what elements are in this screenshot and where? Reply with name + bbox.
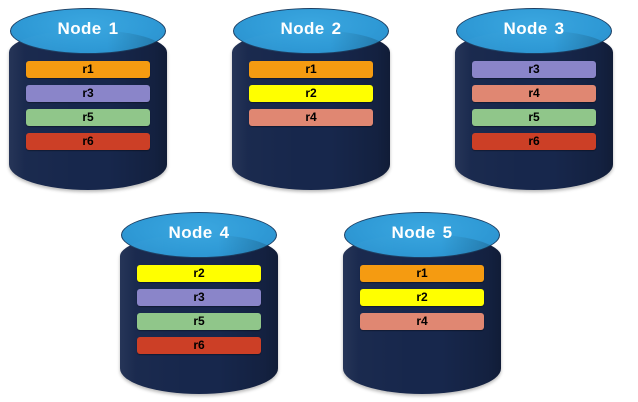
cylinder-top-disc [456,8,612,54]
record-bar-r6[interactable]: r6 [137,337,261,354]
record-bar-r3[interactable]: r3 [472,61,596,78]
record-bar-r4[interactable]: r4 [360,313,484,330]
cylinder-top-disc [10,8,166,54]
cylinder-top-disc [121,212,277,258]
record-bar-r5[interactable]: r5 [26,109,150,126]
cylinder-top-disc [233,8,389,54]
record-bar-r5[interactable]: r5 [137,313,261,330]
record-bar-r3[interactable]: r3 [26,85,150,102]
record-bar-r5[interactable]: r5 [472,109,596,126]
cylinder-top-disc [344,212,500,258]
record-bar-r4[interactable]: r4 [249,109,373,126]
record-list: r3 r4 r5 r6 [472,61,596,150]
record-bar-r2[interactable]: r2 [137,265,261,282]
record-bar-r1[interactable]: r1 [360,265,484,282]
record-bar-r3[interactable]: r3 [137,289,261,306]
record-list: r2 r3 r5 r6 [137,265,261,354]
record-list: r1 r3 r5 r6 [26,61,150,150]
record-bar-r1[interactable]: r1 [26,61,150,78]
record-list: r1 r2 r4 [360,265,484,330]
record-bar-r6[interactable]: r6 [26,133,150,150]
record-bar-r6[interactable]: r6 [472,133,596,150]
record-bar-r2[interactable]: r2 [249,85,373,102]
record-list: r1 r2 r4 [249,61,373,126]
record-bar-r2[interactable]: r2 [360,289,484,306]
record-bar-r1[interactable]: r1 [249,61,373,78]
record-bar-r4[interactable]: r4 [472,85,596,102]
